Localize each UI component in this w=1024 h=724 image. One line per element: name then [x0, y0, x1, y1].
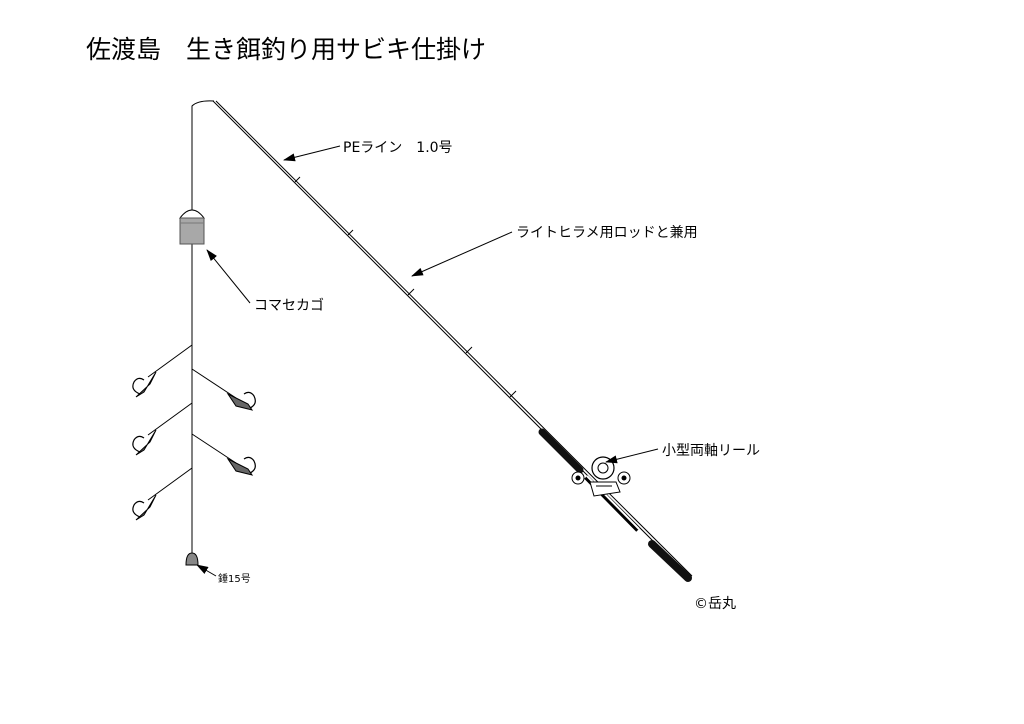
hook-icon — [226, 456, 256, 476]
page-title: 佐渡島 生き餌釣り用サビキ仕掛け — [86, 35, 487, 64]
komase-kago-icon — [178, 209, 206, 245]
fishing-rod — [212, 100, 693, 582]
hook-icon — [132, 429, 157, 456]
rod-label: ライトヒラメ用ロッドと兼用 — [516, 225, 698, 241]
reel-label: 小型両軸リール — [662, 443, 760, 459]
leader-arrows — [196, 145, 659, 577]
hook-icon — [226, 391, 256, 411]
reel-icon — [571, 456, 631, 507]
fishing-line — [191, 100, 215, 555]
hook-icon — [132, 371, 157, 398]
sinker-icon — [185, 552, 199, 566]
copyright-label: ©岳丸 — [694, 596, 736, 612]
sabiki-hooks — [132, 344, 256, 521]
pe-line-label: PEライン 1.0号 — [343, 140, 453, 156]
hook-icon — [132, 494, 157, 521]
komase-kago-label: コマセカゴ — [254, 298, 324, 314]
sinker-label: 錘15号 — [218, 574, 251, 585]
